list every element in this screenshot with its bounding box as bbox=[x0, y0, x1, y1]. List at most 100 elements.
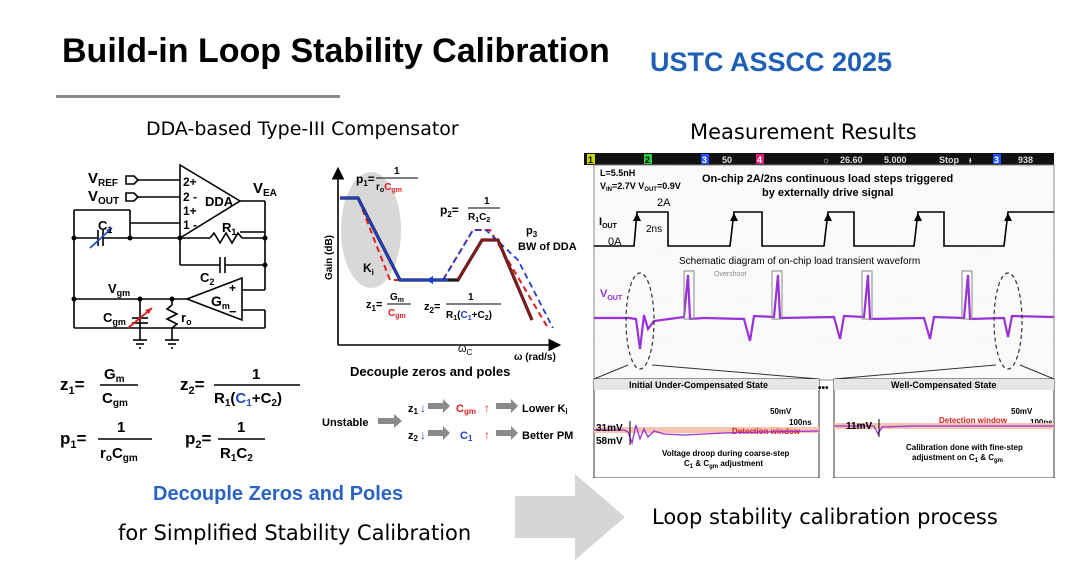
r1-label: R1 bbox=[222, 220, 236, 237]
gm-amplifier bbox=[184, 276, 243, 322]
svg-text:50: 50 bbox=[722, 155, 732, 165]
svg-text:adjustment on C1 & Cgm: adjustment on C1 & Cgm bbox=[912, 453, 1003, 464]
wc-label: ωC bbox=[458, 343, 473, 357]
svg-text:50mV: 50mV bbox=[1011, 407, 1033, 416]
svg-text:5.000: 5.000 bbox=[884, 155, 907, 165]
svg-text:z2=: z2= bbox=[424, 301, 440, 315]
load-step-waveform bbox=[594, 211, 1054, 247]
svg-text:C1 & Cgm adjustment: C1 & Cgm adjustment bbox=[684, 459, 763, 470]
svg-text:BW of DDA: BW of DDA bbox=[518, 241, 577, 253]
red-dashed-curve bbox=[340, 197, 549, 329]
compensator-caption: DDA-based Type-III Compensator bbox=[146, 118, 459, 140]
svg-text:p1=: p1= bbox=[60, 429, 87, 451]
svg-text:938: 938 bbox=[1018, 155, 1033, 165]
svg-text:On-chip 2A/2ns continuous load: On-chip 2A/2ns continuous load steps tri… bbox=[702, 173, 953, 185]
svg-text:Voltage droop during coarse-st: Voltage droop during coarse-step bbox=[662, 449, 790, 458]
svg-text:↑: ↑ bbox=[484, 428, 490, 442]
svg-text:roCgm: roCgm bbox=[376, 182, 402, 194]
svg-text:Well-Compensated State: Well-Compensated State bbox=[891, 380, 996, 390]
svg-text:roCgm: roCgm bbox=[100, 445, 138, 464]
svg-text:Stop: Stop bbox=[939, 155, 959, 165]
svg-text:100ns: 100ns bbox=[789, 418, 812, 427]
scope-screen bbox=[593, 164, 1055, 381]
svg-text:p2=: p2= bbox=[440, 203, 459, 219]
x-axis-label: ω (rad/s) bbox=[514, 352, 556, 363]
svg-text:1: 1 bbox=[484, 196, 490, 207]
svg-text:1: 1 bbox=[588, 155, 593, 165]
vref-label: VREF bbox=[88, 170, 118, 189]
svg-text:Calibration done with fine-ste: Calibration done with fine-step bbox=[906, 443, 1023, 452]
svg-text:Detection window: Detection window bbox=[939, 416, 1008, 425]
svg-text:Lower Ki: Lower Ki bbox=[522, 403, 568, 416]
svg-text:L=5.5nH: L=5.5nH bbox=[600, 168, 635, 178]
svg-text:Cgm: Cgm bbox=[456, 403, 476, 416]
bode-plot: Gain (dB) ω (rad/s) ωC p1= 1 roCgm p2= 1… bbox=[322, 166, 577, 443]
svg-text:1: 1 bbox=[237, 419, 245, 436]
scope-measurement: 1 2 3 50 4 ☼ 26.60 5.000 Stop ᵻ 3 938 L=… bbox=[584, 153, 1055, 478]
c1-label: C1 bbox=[98, 218, 112, 235]
svg-text:p1=: p1= bbox=[356, 172, 375, 188]
vgm-label: Vgm bbox=[108, 281, 130, 298]
svg-text:2ns: 2ns bbox=[646, 224, 662, 235]
svg-text:C1: C1 bbox=[460, 430, 473, 443]
decouple-emphasis: Decouple Zeros and Poles bbox=[153, 483, 404, 505]
pin-2plus: 2+ bbox=[183, 175, 197, 189]
svg-text:0A: 0A bbox=[608, 236, 622, 248]
svg-text:1: 1 bbox=[468, 292, 474, 303]
vout-waveform bbox=[594, 274, 1055, 350]
equations: z1= Gm Cgm z2= 1 R1(C1+C2) p1= 1 roCgm p… bbox=[60, 366, 300, 464]
cgm-label: Cgm bbox=[103, 310, 126, 327]
compensator-schematic: VREF VOUT VEA 2+ 2 - 1+ 1 - DDA C1 R1 C2… bbox=[71, 163, 277, 349]
conference-label: USTC ASSCC 2025 bbox=[650, 47, 893, 77]
svg-text:z2=: z2= bbox=[180, 375, 205, 397]
svg-text:VIN=2.7V VOUT=0.9V: VIN=2.7V VOUT=0.9V bbox=[600, 181, 681, 193]
measurement-caption: Measurement Results bbox=[690, 120, 917, 144]
svg-text:IOUT: IOUT bbox=[599, 216, 618, 230]
svg-text:z1=: z1= bbox=[60, 375, 85, 397]
svg-text:1: 1 bbox=[117, 419, 125, 436]
svg-text:50mV: 50mV bbox=[770, 407, 792, 416]
dda-label: DDA bbox=[205, 194, 234, 209]
svg-text:Initial Under-Compensated Stat: Initial Under-Compensated State bbox=[629, 380, 768, 390]
svg-text:R1(C1+C2): R1(C1+C2) bbox=[446, 310, 492, 322]
gm-label: Gm bbox=[211, 293, 230, 311]
svg-text:1: 1 bbox=[252, 366, 260, 383]
blue-dashed-curve bbox=[442, 229, 554, 329]
svg-text:100ns: 100ns bbox=[1030, 418, 1053, 427]
svg-text:☼: ☼ bbox=[822, 155, 830, 165]
svg-text:31mV: 31mV bbox=[596, 423, 623, 434]
svg-text:•••: ••• bbox=[818, 383, 829, 394]
svg-text:Gm: Gm bbox=[104, 366, 125, 385]
svg-text:Ki: Ki bbox=[363, 261, 374, 277]
pin-1minus: 1 - bbox=[183, 218, 197, 232]
schematic-caption: Schematic diagram of on-chip load transi… bbox=[679, 256, 920, 267]
vea-label: VEA bbox=[253, 180, 277, 199]
pin-2minus: 2 - bbox=[183, 190, 197, 204]
svg-text:z2: z2 bbox=[408, 430, 419, 443]
dda-amplifier bbox=[179, 163, 242, 240]
calibration-subtitle: for Simplified Stability Calibration bbox=[118, 521, 472, 545]
svg-text:p2=: p2= bbox=[185, 429, 212, 451]
svg-text:1: 1 bbox=[394, 166, 400, 177]
svg-text:11mV: 11mV bbox=[846, 421, 872, 432]
scope-toolbar bbox=[584, 153, 1054, 165]
svg-text:ᵻ: ᵻ bbox=[969, 155, 972, 165]
title-underline bbox=[56, 95, 340, 98]
svg-text:Cgm: Cgm bbox=[388, 308, 406, 320]
svg-text:58mV: 58mV bbox=[596, 436, 623, 447]
ro-label: ro bbox=[181, 310, 192, 327]
svg-text:3: 3 bbox=[702, 155, 707, 165]
loop-calibration-caption: Loop stability calibration process bbox=[652, 505, 998, 529]
page-title: Build-in Loop Stability Calibration bbox=[62, 32, 610, 70]
svg-text:z1: z1 bbox=[408, 403, 419, 416]
svg-text:R1C2: R1C2 bbox=[220, 445, 253, 464]
svg-text:Gm: Gm bbox=[390, 292, 404, 304]
svg-text:p3: p3 bbox=[526, 225, 538, 239]
svg-text:↓: ↓ bbox=[420, 401, 426, 415]
svg-text:↓: ↓ bbox=[420, 428, 426, 442]
bode-caption: Decouple zeros and poles bbox=[350, 364, 510, 379]
svg-text:−: − bbox=[229, 304, 237, 319]
svg-text:VOUT: VOUT bbox=[600, 288, 623, 302]
unstable-label: Unstable bbox=[322, 417, 368, 429]
c2-label: C2 bbox=[200, 270, 214, 287]
